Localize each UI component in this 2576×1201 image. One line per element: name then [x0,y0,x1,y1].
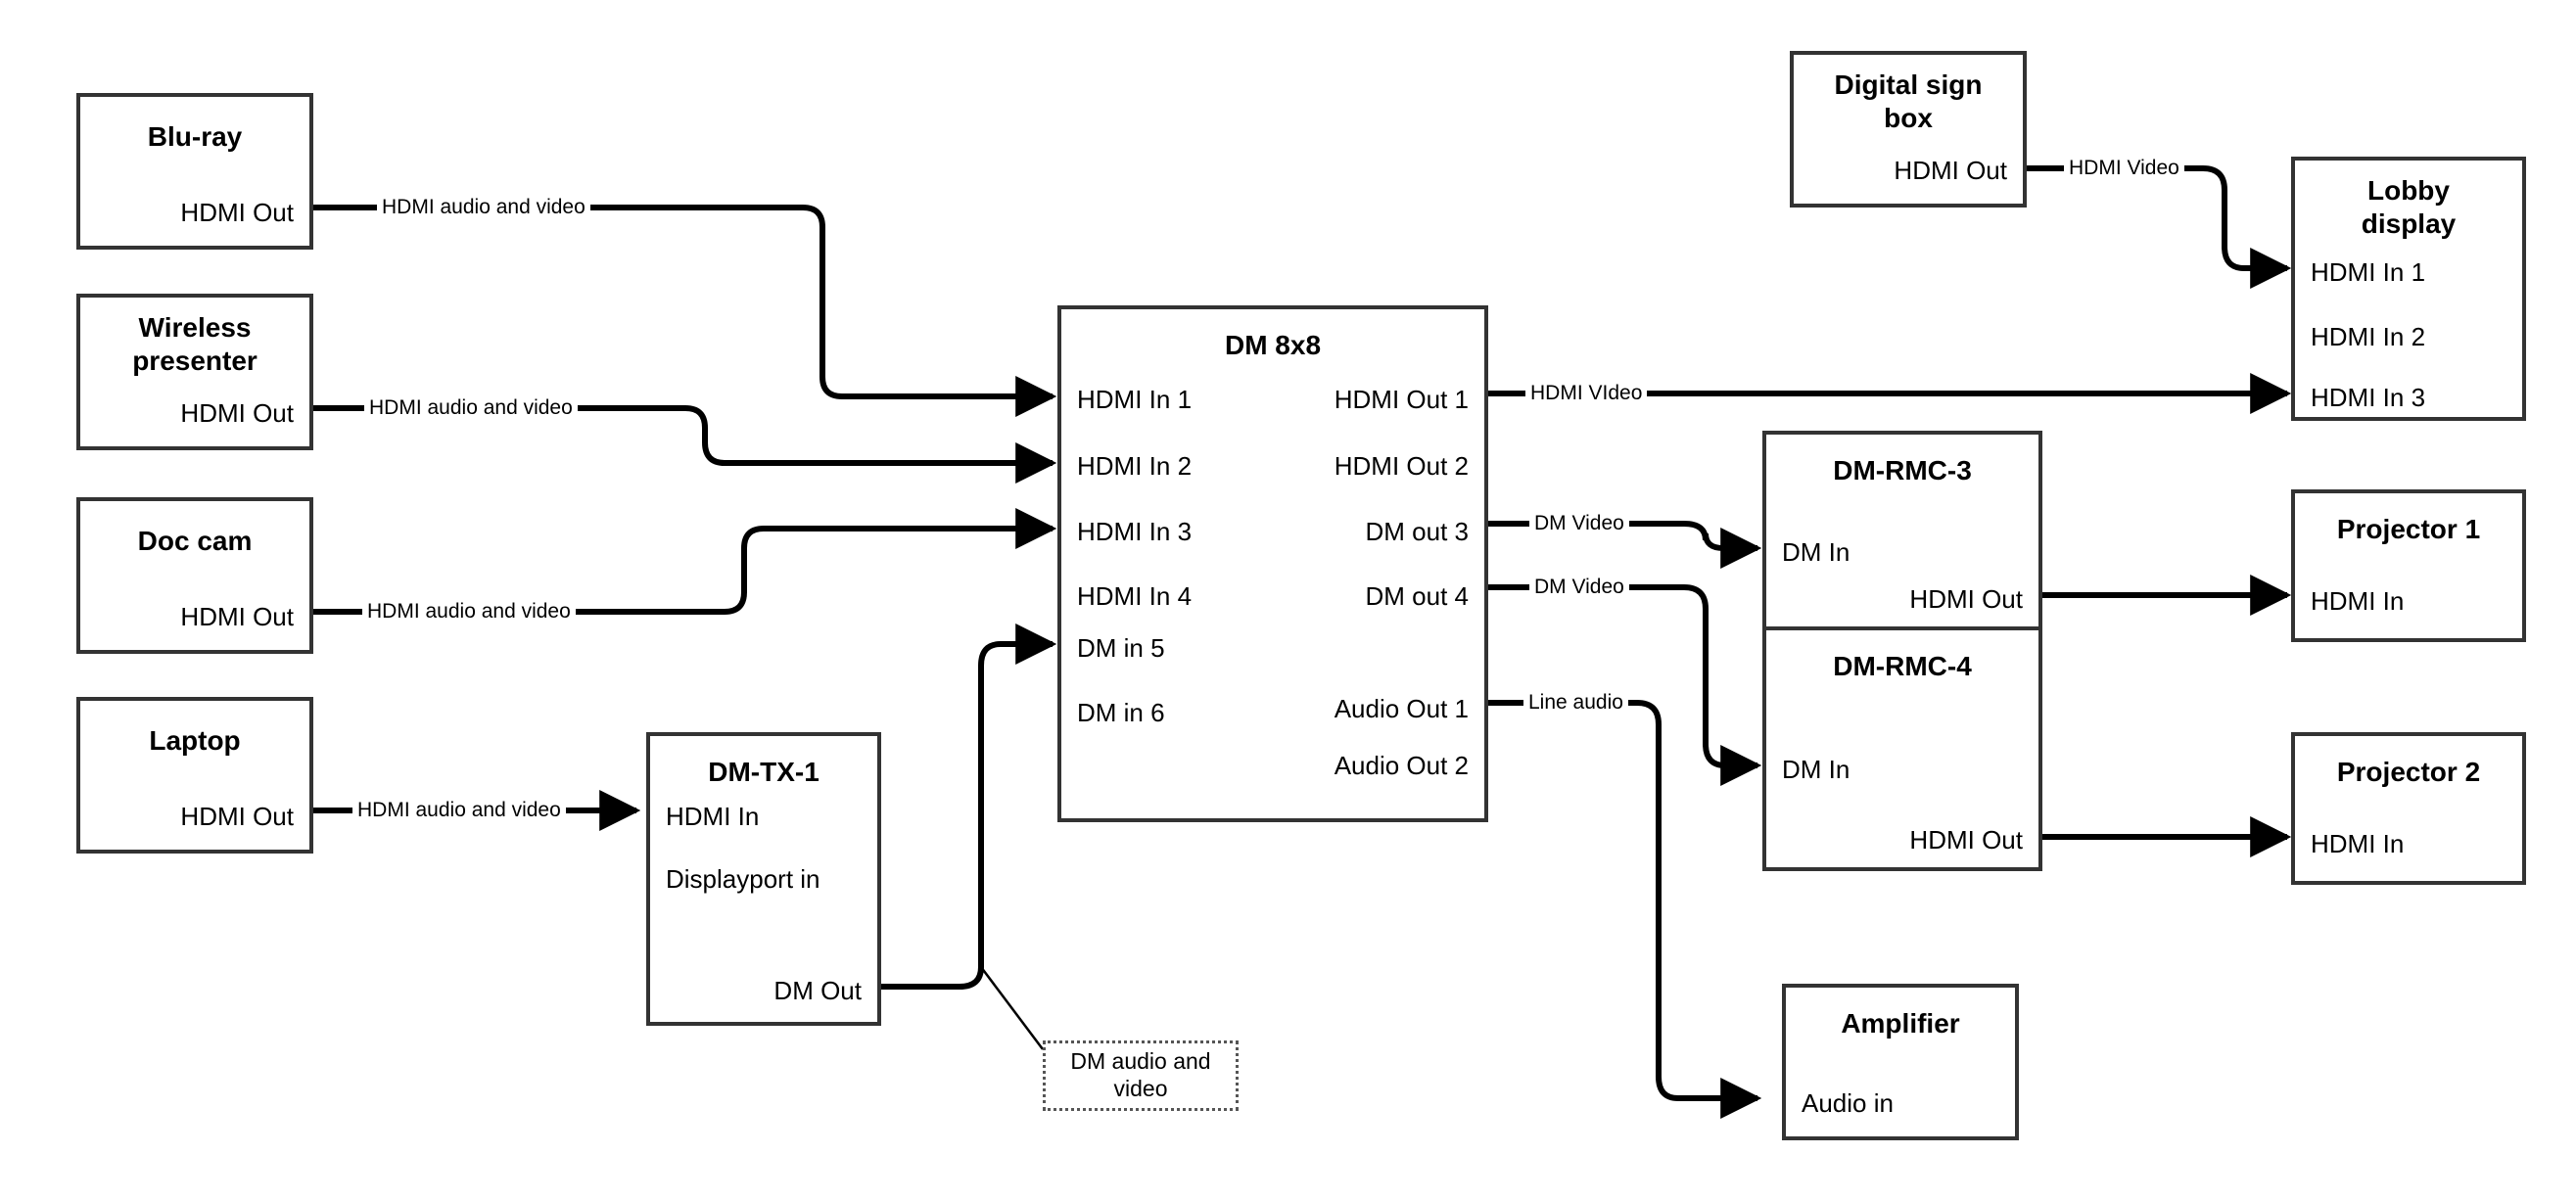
device-dm-tx-1[interactable]: DM-TX-1 HDMI In Displayport in DM Out [646,732,881,1026]
digital-sign-box-title-line1: Digital sign [1834,69,1983,100]
wire-bluray-to-dm-in1 [313,205,1057,417]
projector-2-title: Projector 2 [2336,757,2481,787]
amplifier-port-audio-in: Audio in [1802,1088,1894,1118]
wire-label-laptop-to-dmtx1: HDMI audio and video [352,799,566,822]
wireless-presenter-title-line1: Wireless [138,312,252,343]
device-projector-1[interactable]: Projector 1 HDMI In [2291,489,2526,642]
dm-rmc-3-port-dm-in: DM In [1782,537,1850,567]
device-dm-rmc-4[interactable]: DM-RMC-4 DM In HDMI Out [1762,626,2042,871]
dm-8x8-output-hdmi-out-2: HDMI Out 2 [1334,451,1469,481]
device-dm-rmc-3[interactable]: DM-RMC-3 DM In HDMI Out [1762,431,2042,642]
wire-label-dm-out4-to-rmc4: DM Video [1529,576,1629,599]
dm-tx-1-port-hdmi-in: HDMI In [666,802,760,831]
device-dm-8x8[interactable]: DM 8x8 HDMI In 1 HDMI In 2 HDMI In 3 HDM… [1057,305,1488,822]
dm-8x8-output-dm-out-3: DM out 3 [1365,517,1470,546]
dm-8x8-input-hdmi-in-1: HDMI In 1 [1077,385,1193,414]
dm-8x8-input-dm-in-6: DM in 6 [1077,698,1165,727]
wire-dm-out4-to-rmc4 [1488,584,1762,786]
wire-label-dm-out1-to-lobby: HDMI VIdeo [1525,382,1648,405]
lobby-display-input-hdmi-in-3: HDMI In 3 [2311,383,2426,412]
projector-2-port-hdmi-in: HDMI In [2311,829,2405,858]
dm-8x8-output-audio-out-1: Audio Out 1 [1334,694,1469,723]
dm-8x8-input-hdmi-in-4: HDMI In 4 [1077,581,1193,611]
digital-sign-box-title-line2: box [1884,103,1933,133]
wire-sign-to-lobby-in1 [2027,165,2292,289]
device-wireless-presenter[interactable]: Wireless presenter HDMI Out [76,294,313,450]
wire-dmtx1-to-dm-in5 [881,624,1057,990]
dm-rmc-4-port-hdmi-out: HDMI Out [1909,825,2023,855]
lobby-display-input-hdmi-in-2: HDMI In 2 [2311,322,2426,351]
device-lobby-display[interactable]: Lobby display HDMI In 1 HDMI In 2 HDMI I… [2291,157,2526,421]
wire-label-dm-audio1-to-amp: Line audio [1523,691,1628,715]
dm-8x8-output-audio-out-2: Audio Out 2 [1334,751,1469,780]
doc-cam-port-hdmi-out: HDMI Out [180,602,294,631]
dm-8x8-input-hdmi-in-3: HDMI In 3 [1077,517,1193,546]
doc-cam-title: Doc cam [137,526,253,556]
device-doc-cam[interactable]: Doc cam HDMI Out [76,497,313,654]
device-amplifier[interactable]: Amplifier Audio in [1782,984,2019,1140]
note-dm-audio-and-video: DM audio and video [1043,1040,1239,1111]
dm-tx-1-port-dm-out: DM Out [773,976,862,1005]
lobby-display-title-line1: Lobby [2367,175,2450,206]
dm-tx-1-title: DM-TX-1 [708,757,820,787]
dm-rmc-4-title: DM-RMC-4 [1833,651,1972,681]
dm-tx-1-port-displayport-in: Displayport in [666,864,820,894]
wire-label-bluray-to-dm: HDMI audio and video [377,196,590,219]
projector-1-port-hdmi-in: HDMI In [2311,586,2405,616]
digital-sign-box-port-hdmi-out: HDMI Out [1894,156,2007,185]
device-projector-2[interactable]: Projector 2 HDMI In [2291,732,2526,885]
lobby-display-title-line2: display [2361,208,2457,239]
laptop-title: Laptop [149,725,241,756]
wire-label-dm-out3-to-rmc3: DM Video [1529,512,1629,535]
dm-rmc-3-port-hdmi-out: HDMI Out [1909,584,2023,614]
wire-label-doccam-to-dm: HDMI audio and video [362,600,576,624]
device-bluray[interactable]: Blu-ray HDMI Out [76,93,313,250]
wireless-presenter-port-hdmi-out: HDMI Out [180,398,294,428]
amplifier-title: Amplifier [1841,1008,1960,1039]
dm-rmc-3-title: DM-RMC-3 [1833,455,1972,485]
lobby-display-input-hdmi-in-1: HDMI In 1 [2311,257,2426,287]
dm-8x8-title: DM 8x8 [1224,330,1322,360]
wire-label-wireless-to-dm: HDMI audio and video [364,396,578,420]
wire-dm-audio1-to-amp [1488,700,1762,1119]
note-dm-audio-and-video-text: DM audio and video [1070,1048,1211,1101]
dm-8x8-output-hdmi-out-1: HDMI Out 1 [1334,385,1469,414]
dm-rmc-4-port-dm-in: DM In [1782,755,1850,784]
laptop-port-hdmi-out: HDMI Out [180,802,294,831]
device-digital-sign-box[interactable]: Digital sign box HDMI Out [1790,51,2027,208]
wireless-presenter-title-line2: presenter [132,346,258,376]
dm-8x8-output-dm-out-4: DM out 4 [1365,581,1470,611]
dm-8x8-input-dm-in-5: DM in 5 [1077,633,1165,663]
wire-label-sign-to-lobby: HDMI Video [2064,157,2184,180]
leader-line-dm-audio-video-note [980,966,1044,1050]
device-laptop[interactable]: Laptop HDMI Out [76,697,313,854]
dm-8x8-input-hdmi-in-2: HDMI In 2 [1077,451,1193,481]
projector-1-title: Projector 1 [2336,514,2481,544]
bluray-port-hdmi-out: HDMI Out [180,198,294,227]
bluray-title: Blu-ray [147,121,243,152]
